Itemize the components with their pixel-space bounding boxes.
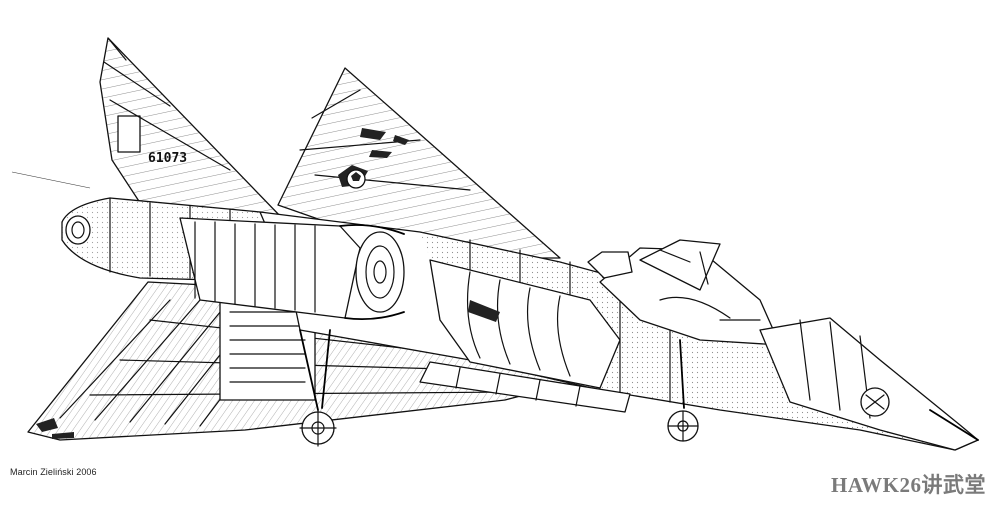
roundel-insignia [338,165,368,189]
watermark-logo: HAWK26讲武堂 [830,473,986,497]
nose-section [759,317,979,451]
intake-duct [429,259,621,389]
nose-landing-gear [667,339,699,442]
ejection-seat [587,251,633,279]
engine-intake-ring [355,231,405,313]
cockpit [587,239,781,346]
far-wing [277,67,561,259]
engine-cutaway [179,217,405,321]
tail-fin: 61073 [99,37,283,219]
antenna-wire [11,171,91,189]
artist-credit: Marcin Zieliński 2006 [10,467,97,477]
tail-serial: 61073 [148,151,187,166]
belly-tank [419,361,631,413]
main-landing-gear [299,329,337,447]
